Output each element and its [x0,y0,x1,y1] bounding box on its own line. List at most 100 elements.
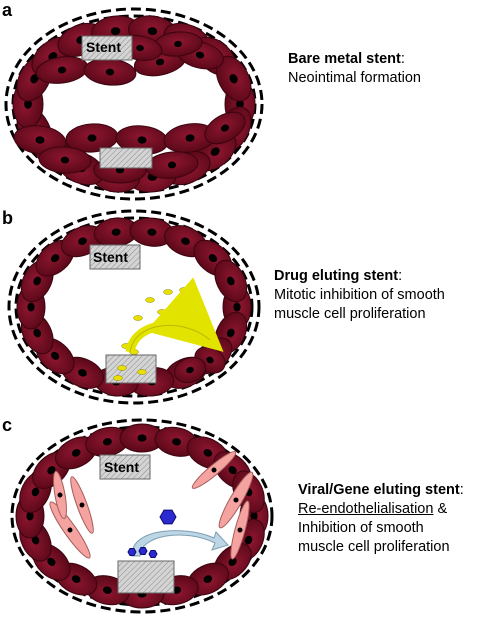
nucleus [221,124,229,132]
smooth-muscle-cell [129,217,175,247]
nucleus [31,535,40,545]
panel-a: a Stent [2,0,264,201]
nucleus [228,466,237,475]
nucleus [87,134,97,142]
gene-release-arrow [131,530,229,557]
nucleus [210,147,220,156]
nucleus [33,276,42,286]
drug-release-arrow [125,277,224,354]
caption-line: Neointimal formation [288,70,421,86]
drug-particle [173,299,183,305]
drug-release-arrow-outline [129,324,211,353]
stent-strut [81,35,133,61]
gene-vector-icon [127,509,177,558]
stent-strut [99,147,153,169]
nucleus [203,449,213,457]
endothelial-cell [49,501,91,559]
nucleus [174,40,182,48]
nucleus [47,557,56,566]
nucleus [250,511,258,521]
nucleus [208,254,218,263]
nucleus [78,369,87,377]
gene-vector-particle [159,509,177,525]
caption-title: Drug eluting stent [274,268,399,284]
caption-ampersand: & [433,501,448,517]
nucleus [111,228,121,236]
nucleus [147,27,158,36]
caption-title-suffix: : [459,482,464,498]
nucleus [172,438,182,446]
smooth-muscle-cell [83,58,137,86]
endothelial-cell [230,500,250,560]
nucleus [195,51,205,59]
smooth-muscle-cell [204,111,246,145]
smooth-muscle-cell [38,146,92,174]
gene-vector-particle [148,550,158,558]
nucleus [233,302,241,312]
panel-c: c Stent [2,415,274,614]
panel-letter-a: a [2,0,13,20]
nucleus [78,237,87,245]
caption-title: Bare metal stent [288,51,401,67]
endothelial-cell [70,476,94,534]
nucleus [26,511,34,521]
nucleus [50,351,60,360]
stent-strut [99,454,151,480]
nucleus [206,356,214,364]
nucleus [47,466,56,475]
caption-title: Viral/Gene eluting stent [298,482,460,498]
caption-underlined: Re-endothelialisation [298,501,434,517]
nucleus [226,276,235,286]
stent-strut [105,354,157,384]
nucleus [236,99,244,109]
drug-particle [157,309,167,315]
smooth-muscle-cell [13,125,67,155]
nucleus [228,557,237,566]
nucleus [57,66,67,74]
nucleus [185,134,195,142]
drug-particle [117,365,127,371]
nucleus [203,575,213,583]
smooth-muscle-cell [145,151,199,179]
stent-label: Stent [86,39,121,55]
caption-title-suffix: : [400,51,405,67]
vessel-outer-ring [4,7,264,201]
caption-line: Inhibition of smooth [298,520,424,536]
nucleus [229,74,238,84]
vessel-inner-ring [14,216,254,398]
panel-b: b Stent [2,208,261,405]
vessel-outer-ring [7,209,261,405]
caption-a: Bare metal stent: Neointimal formation [288,50,421,88]
drug-particle [113,375,123,381]
stent-label: Stent [93,249,128,265]
nucleus [60,156,70,164]
caption-line: muscle cell proliferation [298,539,450,555]
nucleus [71,575,81,583]
nucleus [24,99,32,109]
nucleus [30,74,39,84]
nucleus [33,328,42,338]
nucleus [71,449,81,457]
drug-particle [145,297,155,303]
endothelial-cell [191,451,237,489]
vessel-outer-ring [10,418,274,614]
drug-particle [185,309,195,315]
nucleus [50,254,60,263]
nucleus [137,434,147,442]
nucleus [136,44,144,52]
stent-strut [117,560,175,594]
smooth-muscle-cell [173,356,207,384]
nucleus [102,586,112,594]
nucleus [105,68,115,76]
stent-label: Stent [104,459,139,475]
nucleus [181,237,190,245]
nucleus [35,136,45,144]
panel-letter-c: c [2,415,12,435]
gene-vector-particle [138,547,148,555]
endothelial-cell [53,470,67,520]
nucleus [226,328,235,338]
caption-line: Mitotic inhibition of smooth [274,287,445,303]
gene-vector-particle [127,548,137,556]
nucleus [147,228,157,236]
